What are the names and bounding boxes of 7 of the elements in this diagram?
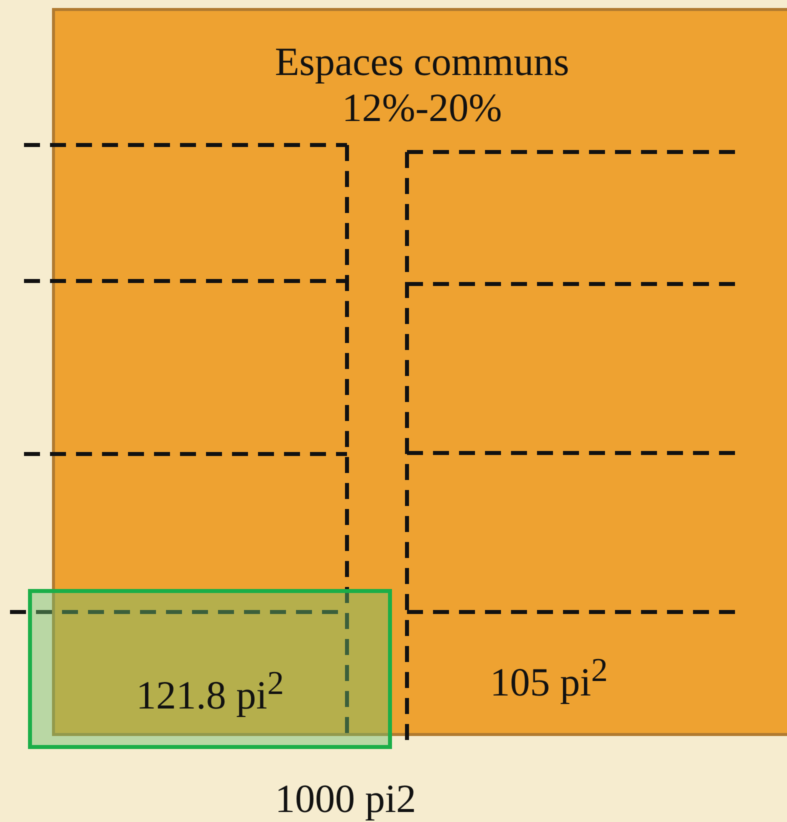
highlighted-unit: [28, 589, 392, 749]
area-text: 121.8 pi$^{2}$: [136, 664, 284, 718]
floor-area: [52, 8, 787, 736]
percentage-text: 12%-20%: [342, 85, 502, 131]
area-text: 105 pi$^{2}$: [490, 651, 608, 706]
total-area-text: 1000 pi2: [275, 776, 416, 822]
heading-text: Espaces communs: [274, 39, 570, 85]
